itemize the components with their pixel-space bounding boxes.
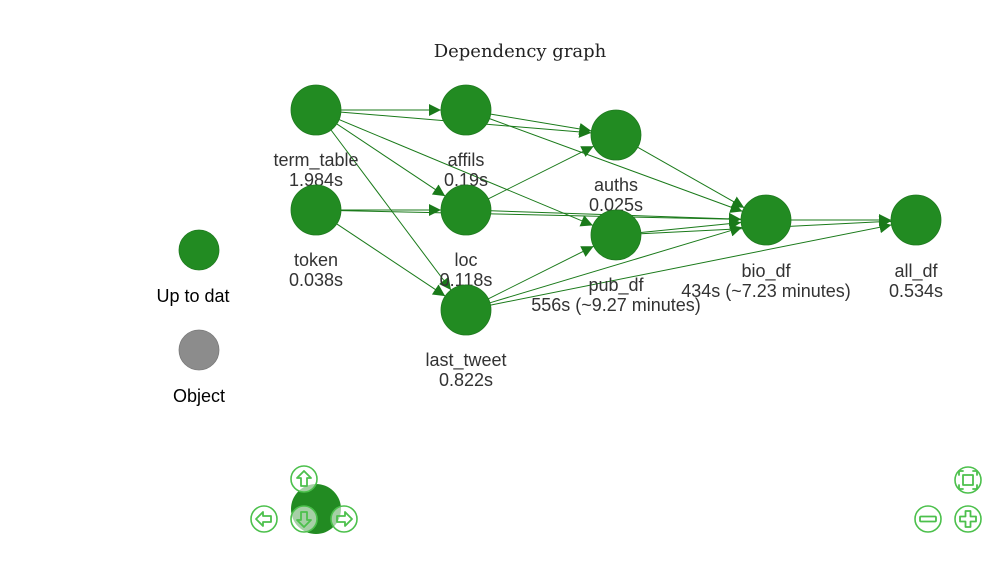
- edge-affils-to-auths: [490, 113, 592, 135]
- node-time-auths: 0.025s: [589, 195, 643, 215]
- pan-left-button[interactable]: [250, 505, 278, 533]
- node-time-pub_df: 556s (~9.27 minutes): [531, 295, 701, 315]
- legend-label-up-to-date: Up to dat: [156, 286, 229, 306]
- plus-icon: [959, 510, 977, 528]
- node-circle-auths[interactable]: [590, 109, 642, 161]
- node-name-bio_df: bio_df: [741, 261, 791, 282]
- left-arrow-icon: [255, 511, 272, 527]
- pan-down-button[interactable]: [290, 505, 318, 533]
- edge-last_tweet-to-pub_df: [488, 245, 594, 300]
- edge-auths-to-bio_df: [637, 146, 745, 209]
- edge-loc-to-auths: [488, 145, 594, 200]
- node-name-loc: loc: [454, 250, 477, 270]
- navigation-controls: [250, 465, 982, 534]
- fit-to-screen-icon: [958, 470, 978, 490]
- edge-term_table-to-pub_df: [338, 119, 594, 227]
- fit-to-screen-button[interactable]: [954, 466, 982, 494]
- node-time-bio_df: 434s (~7.23 minutes): [681, 281, 851, 301]
- graph-title: Dependency graph: [434, 41, 607, 62]
- node-name-auths: auths: [594, 175, 638, 195]
- edge-term_table-to-loc: [336, 123, 446, 197]
- node-name-last_tweet: last_tweet: [425, 350, 506, 371]
- edge-token-to-bio_df: [340, 210, 742, 226]
- edge-token-to-last_tweet: [336, 223, 446, 297]
- node-time-affils: 0.19s: [444, 170, 488, 190]
- node-circle-bio_df[interactable]: [740, 194, 792, 246]
- legend: Up to dat Object: [156, 229, 230, 406]
- minus-icon: [919, 515, 937, 523]
- node-time-token: 0.038s: [289, 270, 343, 290]
- zoom-out-button[interactable]: [914, 505, 942, 533]
- edge-pub_df-to-bio_df: [640, 217, 742, 233]
- legend-swatch-up-to-date: [178, 229, 220, 271]
- pan-right-button[interactable]: [330, 505, 358, 533]
- node-circle-token[interactable]: [290, 184, 342, 236]
- node-name-token: token: [294, 250, 338, 270]
- pan-up-button[interactable]: [290, 465, 318, 493]
- nodes-layer: term_table1.984stoken0.038saffils0.19slo…: [273, 84, 943, 390]
- node-circle-term_table[interactable]: [290, 84, 342, 136]
- legend-label-object: Object: [173, 386, 225, 406]
- up-arrow-icon: [296, 470, 312, 487]
- node-time-loc: 0.118s: [440, 270, 493, 290]
- node-time-last_tweet: 0.822s: [439, 370, 493, 390]
- down-arrow-icon: [296, 511, 312, 528]
- zoom-in-button[interactable]: [954, 505, 982, 533]
- node-name-pub_df: pub_df: [588, 275, 644, 296]
- node-circle-affils[interactable]: [440, 84, 492, 136]
- legend-item-object: Object: [173, 329, 225, 406]
- legend-item-up-to-date: Up to dat: [156, 229, 230, 306]
- legend-swatch-object: [178, 329, 220, 371]
- edge-last_tweet-to-all_df: [490, 221, 892, 306]
- node-name-all_df: all_df: [894, 261, 938, 282]
- node-circle-last_tweet[interactable]: [440, 284, 492, 336]
- node-circle-pub_df[interactable]: [590, 209, 642, 261]
- node-circle-all_df[interactable]: [890, 194, 942, 246]
- node-all_df[interactable]: all_df0.534s: [889, 194, 943, 301]
- right-arrow-icon: [336, 511, 353, 527]
- node-time-term_table: 1.984s: [289, 170, 343, 190]
- node-time-all_df: 0.534s: [889, 281, 943, 301]
- node-circle-loc[interactable]: [440, 184, 492, 236]
- edge-last_tweet-to-bio_df: [489, 224, 743, 304]
- node-name-affils: affils: [448, 150, 485, 170]
- edge-affils-to-bio_df: [489, 118, 743, 213]
- node-name-term_table: term_table: [273, 150, 358, 171]
